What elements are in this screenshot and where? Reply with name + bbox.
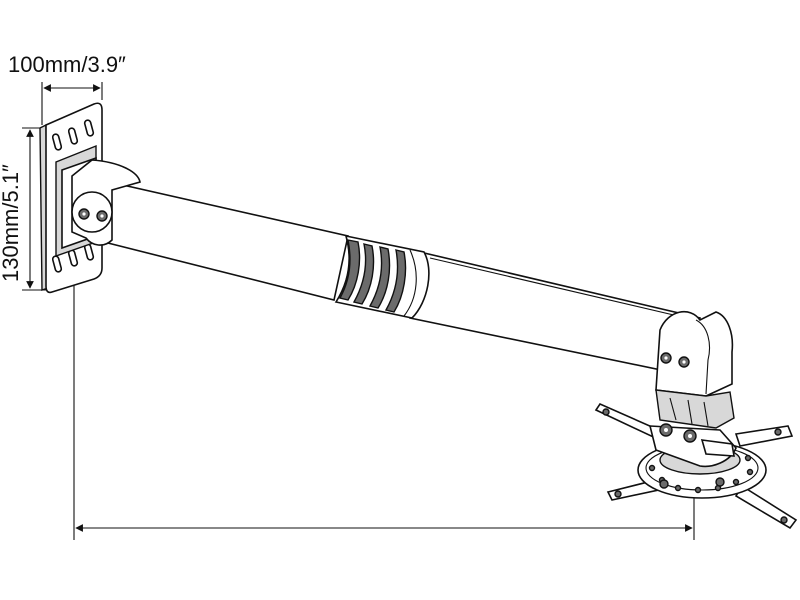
height-dimension-label: 130mm/5.1″ <box>0 164 23 282</box>
height-dimension: 130mm/5.1″ <box>0 127 48 291</box>
wall-plate <box>39 102 141 294</box>
width-dimension-label: 100mm/3.9″ <box>8 52 126 77</box>
arm-clamp-collar <box>334 234 430 319</box>
width-dimension: 100mm/3.9″ <box>8 52 126 125</box>
projector-bracket <box>594 310 798 530</box>
telescopic-arm <box>91 176 701 377</box>
bracket-cross-arms <box>594 402 798 530</box>
